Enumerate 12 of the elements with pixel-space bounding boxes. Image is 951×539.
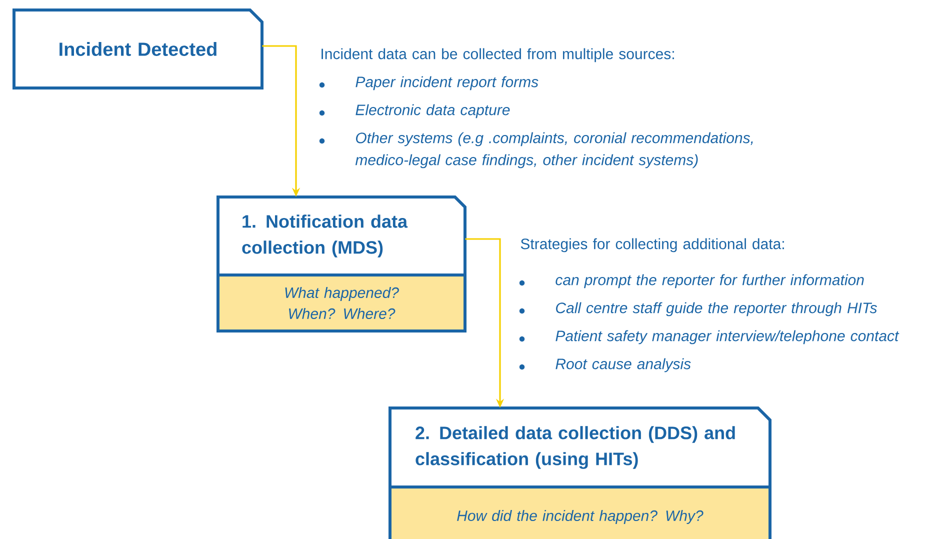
list-heading: Incident data can be collected from multiple sources: <box>322 48 674 62</box>
bullet-item: Other systems (e.g .complaints, coronial recommendations, medico-legal case findings, other incident systems) <box>319 132 753 168</box>
list-heading: Strategies for collecting additional data: <box>520 238 784 252</box>
step-box: Incident Detected <box>12 8 264 90</box>
step-box: 2. Detailed data collection (DDS) and classification (using HITs) How did the incident happen? Why? <box>388 406 772 539</box>
bullet-item: Electronic data capture <box>319 104 510 118</box>
bullet-item: Paper incident report forms <box>319 76 538 90</box>
bullet-item: Call centre staff guide the reporter through HITs <box>519 302 877 316</box>
bullet-item: Root cause analysis <box>519 358 691 372</box>
step-box: 1. Notification data collection (MDS) What happened? When? Where? <box>216 196 466 332</box>
bullet-item: Patient safety manager interview/telephone contact <box>519 330 900 344</box>
bullet-item: can prompt the reporter for further information <box>519 274 864 288</box>
